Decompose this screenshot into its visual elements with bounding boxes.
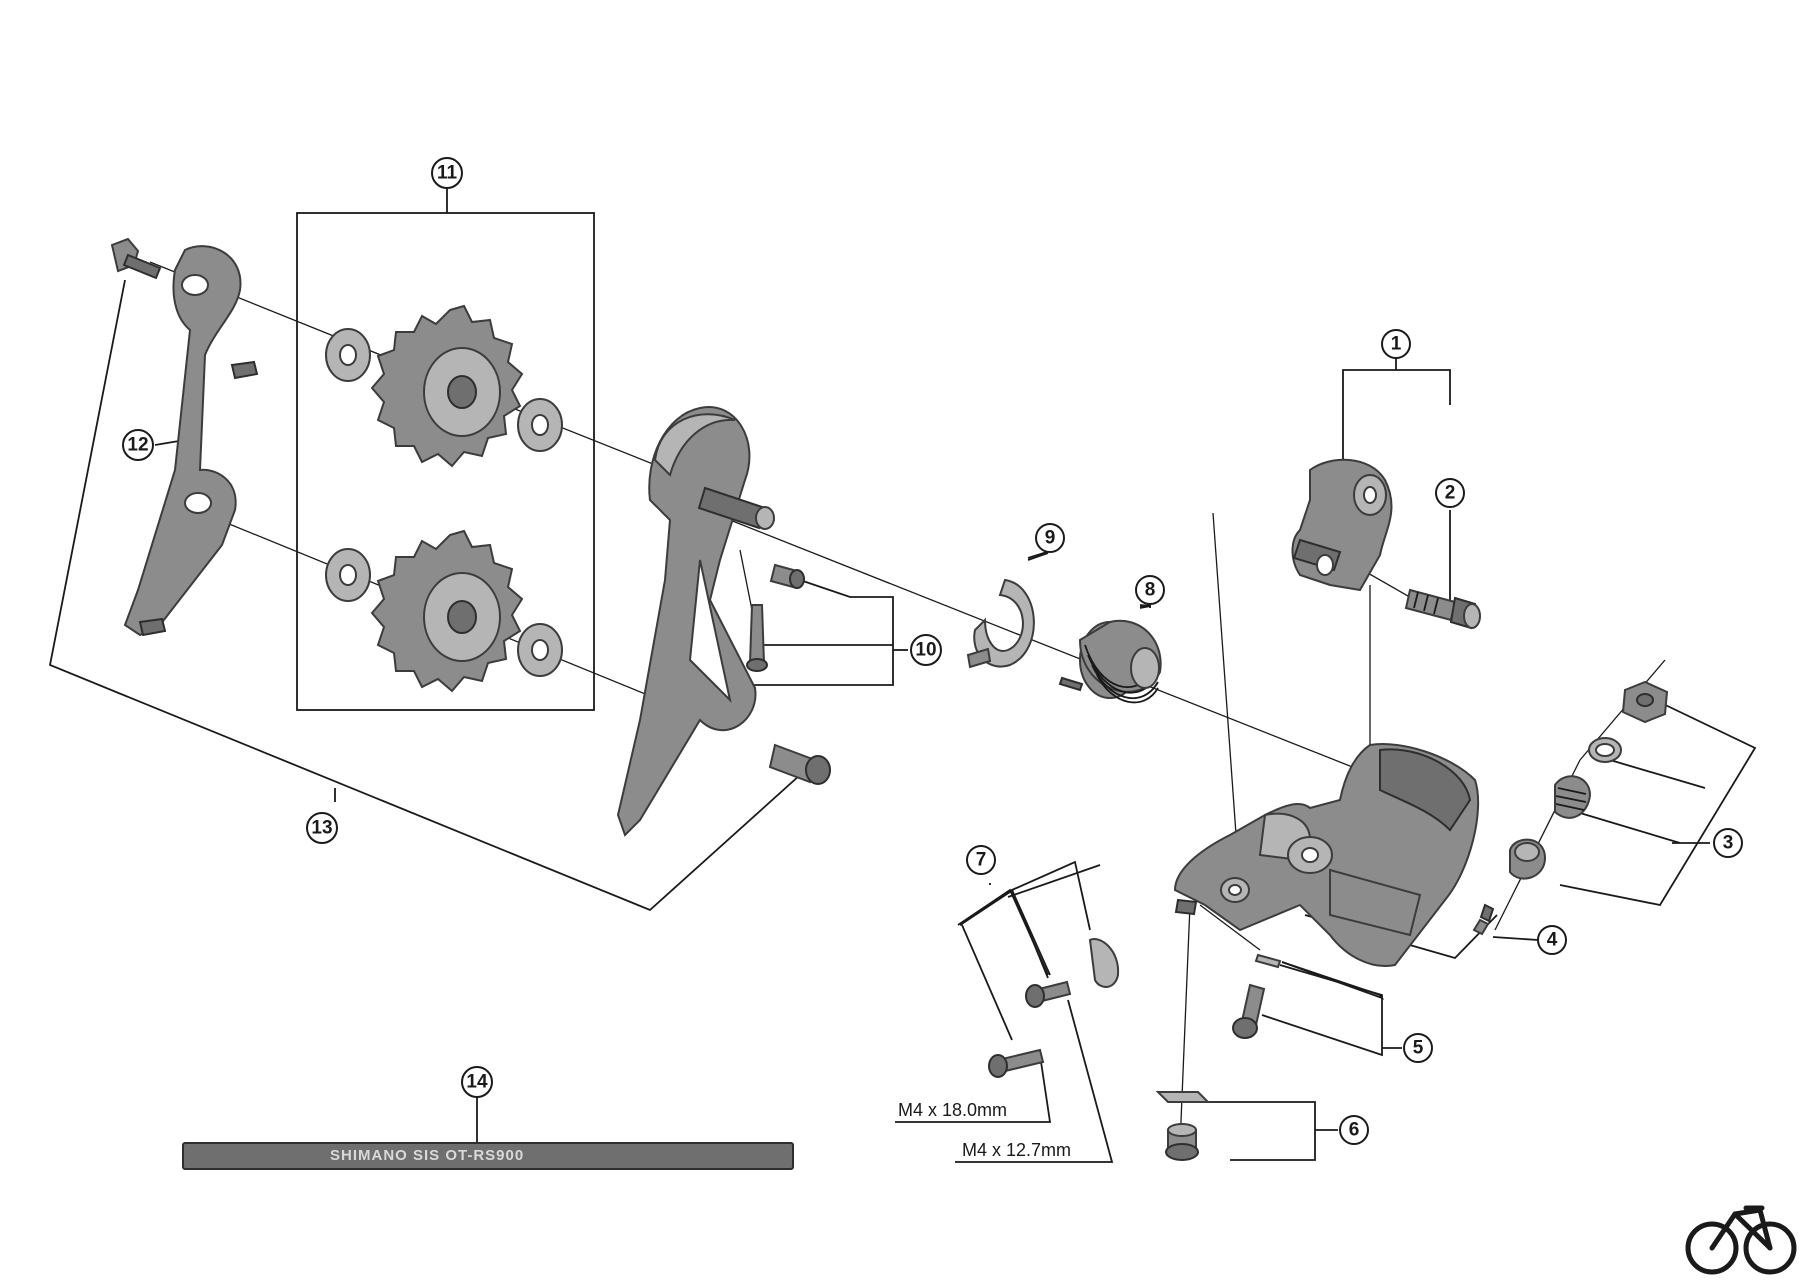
callout-11: 11 [431,157,463,189]
cable-housing: SHIMANO SIS OT-RS900 [182,1142,794,1170]
outer-cage-plate [123,245,259,637]
tension-pin-set [746,563,805,672]
svg-text:7: 7 [976,850,987,871]
bicycle-icon [1685,1205,1797,1275]
dimension-label-long-bolt: M4 x 18.0mm [898,1100,1007,1120]
pulley-set [325,304,563,693]
b-axle-bolt [1404,588,1481,630]
bracket-lines [48,188,1757,1163]
callout-9: 9 [1035,523,1065,553]
callout-numbers: 1 2 3 4 5 6 7 8 9 10 11 12 13 14 [122,157,1743,1145]
tension-spring [1058,619,1162,704]
cable-marking-text: SHIMANO SIS OT-RS900 [330,1147,524,1164]
upper-pulley [370,304,524,468]
svg-text:11: 11 [437,163,458,184]
svg-text:3: 3 [1723,833,1734,854]
svg-text:1: 1 [1391,334,1402,355]
callout-1: 1 [1381,329,1411,359]
cable-adjuster-set [1509,680,1669,880]
svg-text:14: 14 [466,1072,488,1093]
b-link [1291,458,1393,592]
dimension-label-short-bolt: M4 x 12.7mm [962,1140,1071,1160]
callout-12: 12 [122,429,154,461]
callout-10: 10 [910,634,942,666]
svg-text:4: 4 [1547,930,1558,951]
svg-text:10: 10 [915,640,936,661]
lower-pulley [370,529,524,693]
callout-8: 8 [1135,575,1165,605]
end-stop-screw [1155,1091,1211,1161]
callout-6: 6 [1339,1115,1369,1145]
spring-retainer [966,578,1035,669]
callout-4: 4 [1537,925,1567,955]
dimension-labels: M4 x 18.0mm M4 x 12.7mm [898,1100,1071,1160]
callout-14: 14 [461,1066,493,1098]
callout-5: 5 [1403,1033,1433,1063]
callout-3: 3 [1713,828,1743,858]
svg-text:12: 12 [127,435,148,456]
svg-text:2: 2 [1445,483,1456,504]
svg-text:5: 5 [1413,1038,1424,1059]
derailleur-main-body [1173,743,1480,967]
cage-bolt-top [110,237,162,280]
mount-bolt-set [988,938,1120,1078]
limit-screw [1232,953,1282,1039]
callout-7: 7 [966,845,996,875]
svg-text:8: 8 [1145,580,1156,601]
svg-text:9: 9 [1045,528,1056,549]
svg-text:6: 6 [1349,1120,1360,1141]
callout-2: 2 [1435,478,1465,508]
callout-13: 13 [306,812,338,844]
inner-cage-plate [616,405,831,837]
svg-text:13: 13 [311,818,332,839]
cable-pin [1472,903,1495,936]
